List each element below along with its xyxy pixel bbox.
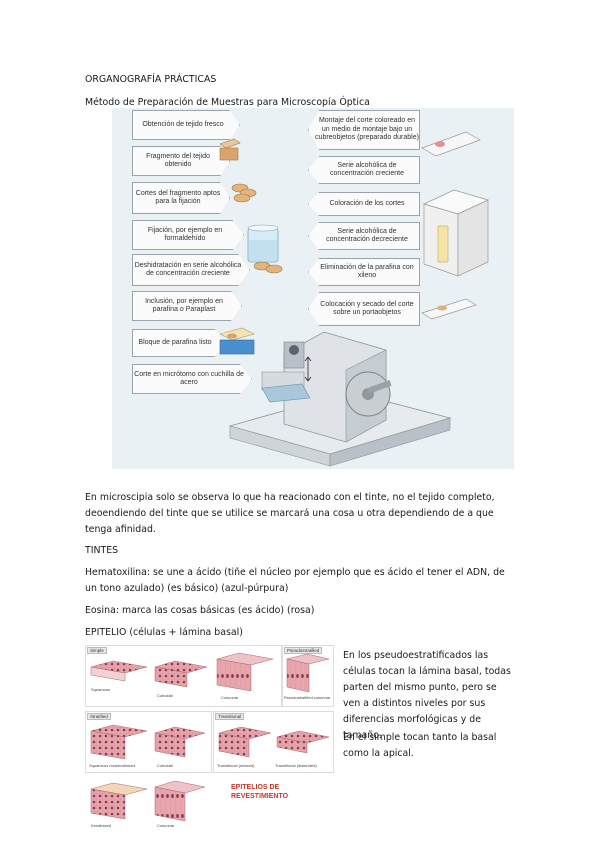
slide-icon — [421, 131, 481, 157]
label-transitional: Transitional — [215, 713, 245, 720]
step-fragmento: Fragmento del tejido obtenido — [132, 146, 230, 176]
preparation-illustrations — [219, 131, 489, 467]
staining-jar-icon — [423, 189, 489, 277]
group-pseudostratified-box — [282, 645, 334, 707]
step-fijacion: Fijación, por ejemplo en formaldehído — [132, 220, 244, 250]
step-serie-decreciente: Serie alcohólica de concentración decrec… — [308, 222, 420, 250]
tissue-label-squamous-nonkeratinized: Squamous nonkeratinized — [89, 763, 136, 768]
paragraph-hematoxilina: Hematoxilina: se une a ácido (tiñe el nú… — [85, 567, 505, 594]
tissue-label-transitional-relaxed: Transitional (relaxed) — [217, 763, 255, 768]
step-obtencion: Obtención de tejido fresco — [132, 110, 240, 140]
tissue-label-pseudostratified: Pseudostratified columnar — [284, 695, 331, 700]
step-eliminacion: Eliminación de la parafina con xileno — [308, 258, 420, 286]
epithelium-tissue-drawings — [90, 652, 330, 822]
tissue-label-cuboidal-stratified: Cuboidal — [157, 763, 173, 768]
tissue-label-squamous: Squamous — [91, 687, 111, 692]
step-coloracion: Coloración de los cortes — [308, 192, 420, 216]
paraffin-block-icon — [219, 327, 255, 355]
label-stratified: Stratified — [87, 713, 111, 720]
tissue-slices-icon — [231, 183, 257, 203]
microtome-icon — [228, 331, 452, 467]
tissue-label-columnar: Columnar — [221, 695, 239, 700]
step-colocacion: Colocación y secado del corte sobre un p… — [308, 292, 420, 326]
step-inclusion: Inclusión, por ejemplo en parafina o Par… — [132, 291, 242, 321]
tissue-label-transitional-distended: Transitional (distended) — [275, 763, 317, 768]
step-bloque: Bloque de parafina listo — [132, 329, 224, 357]
tissue-label-keratinized: Keratinized — [91, 823, 112, 828]
dehydration-slices-icon — [253, 261, 283, 274]
paragraph-eosina: Eosina: marca las cosas básicas (es ácid… — [85, 605, 315, 616]
heading-tintes: TINTES — [85, 545, 119, 556]
section-title: Método de Preparación de Muestras para M… — [85, 97, 370, 108]
step-montaje: Montaje del corte coloreado en un medio … — [308, 110, 420, 150]
group-simple-box — [85, 645, 282, 707]
epithelium-caption: EPITELIOS DE REVESTIMIENTO — [231, 784, 289, 800]
preparation-figure: Obtención de tejido fresco Fragmento del… — [112, 108, 514, 469]
heading-epitelio: EPITELIO (células + lámina basal) — [85, 627, 243, 638]
label-pseudostratified: Pseudostratified — [284, 647, 323, 654]
epithelium-figure: Simple Pseudostratified Stratified Trans… — [85, 643, 335, 829]
step-corte-microtomo: Corte en micrótomo con cuchilla de acero — [132, 364, 252, 394]
label-simple: Simple — [87, 647, 107, 654]
group-transitional-box — [213, 711, 334, 773]
page-title: ORGANOGRAFÍA PRÁCTICAS — [85, 74, 217, 85]
group-stratified-box — [85, 711, 212, 773]
step-cortes: Cortes del fragmento aptos para la fijac… — [132, 182, 230, 214]
step-deshidratacion: Deshidratación en serie alcohólica de co… — [132, 254, 250, 286]
beaker-icon — [247, 224, 279, 263]
step-serie-creciente: Serie alcohólica de concentración crecie… — [308, 156, 420, 184]
tissue-label-columnar-stratified: Columnar — [157, 823, 175, 828]
paragraph-pseudoestratificados: En los pseudoestratificados las células … — [343, 650, 511, 741]
tissue-block-icon — [219, 138, 241, 161]
slide-bottom-icon — [421, 298, 477, 320]
paragraph-microscopia: En microscipia solo se observa lo que ha… — [85, 492, 495, 535]
tissue-label-cuboidal: Cuboidal — [157, 693, 173, 698]
paragraph-simple: En el simple tocan tanto la basal como l… — [343, 732, 497, 759]
